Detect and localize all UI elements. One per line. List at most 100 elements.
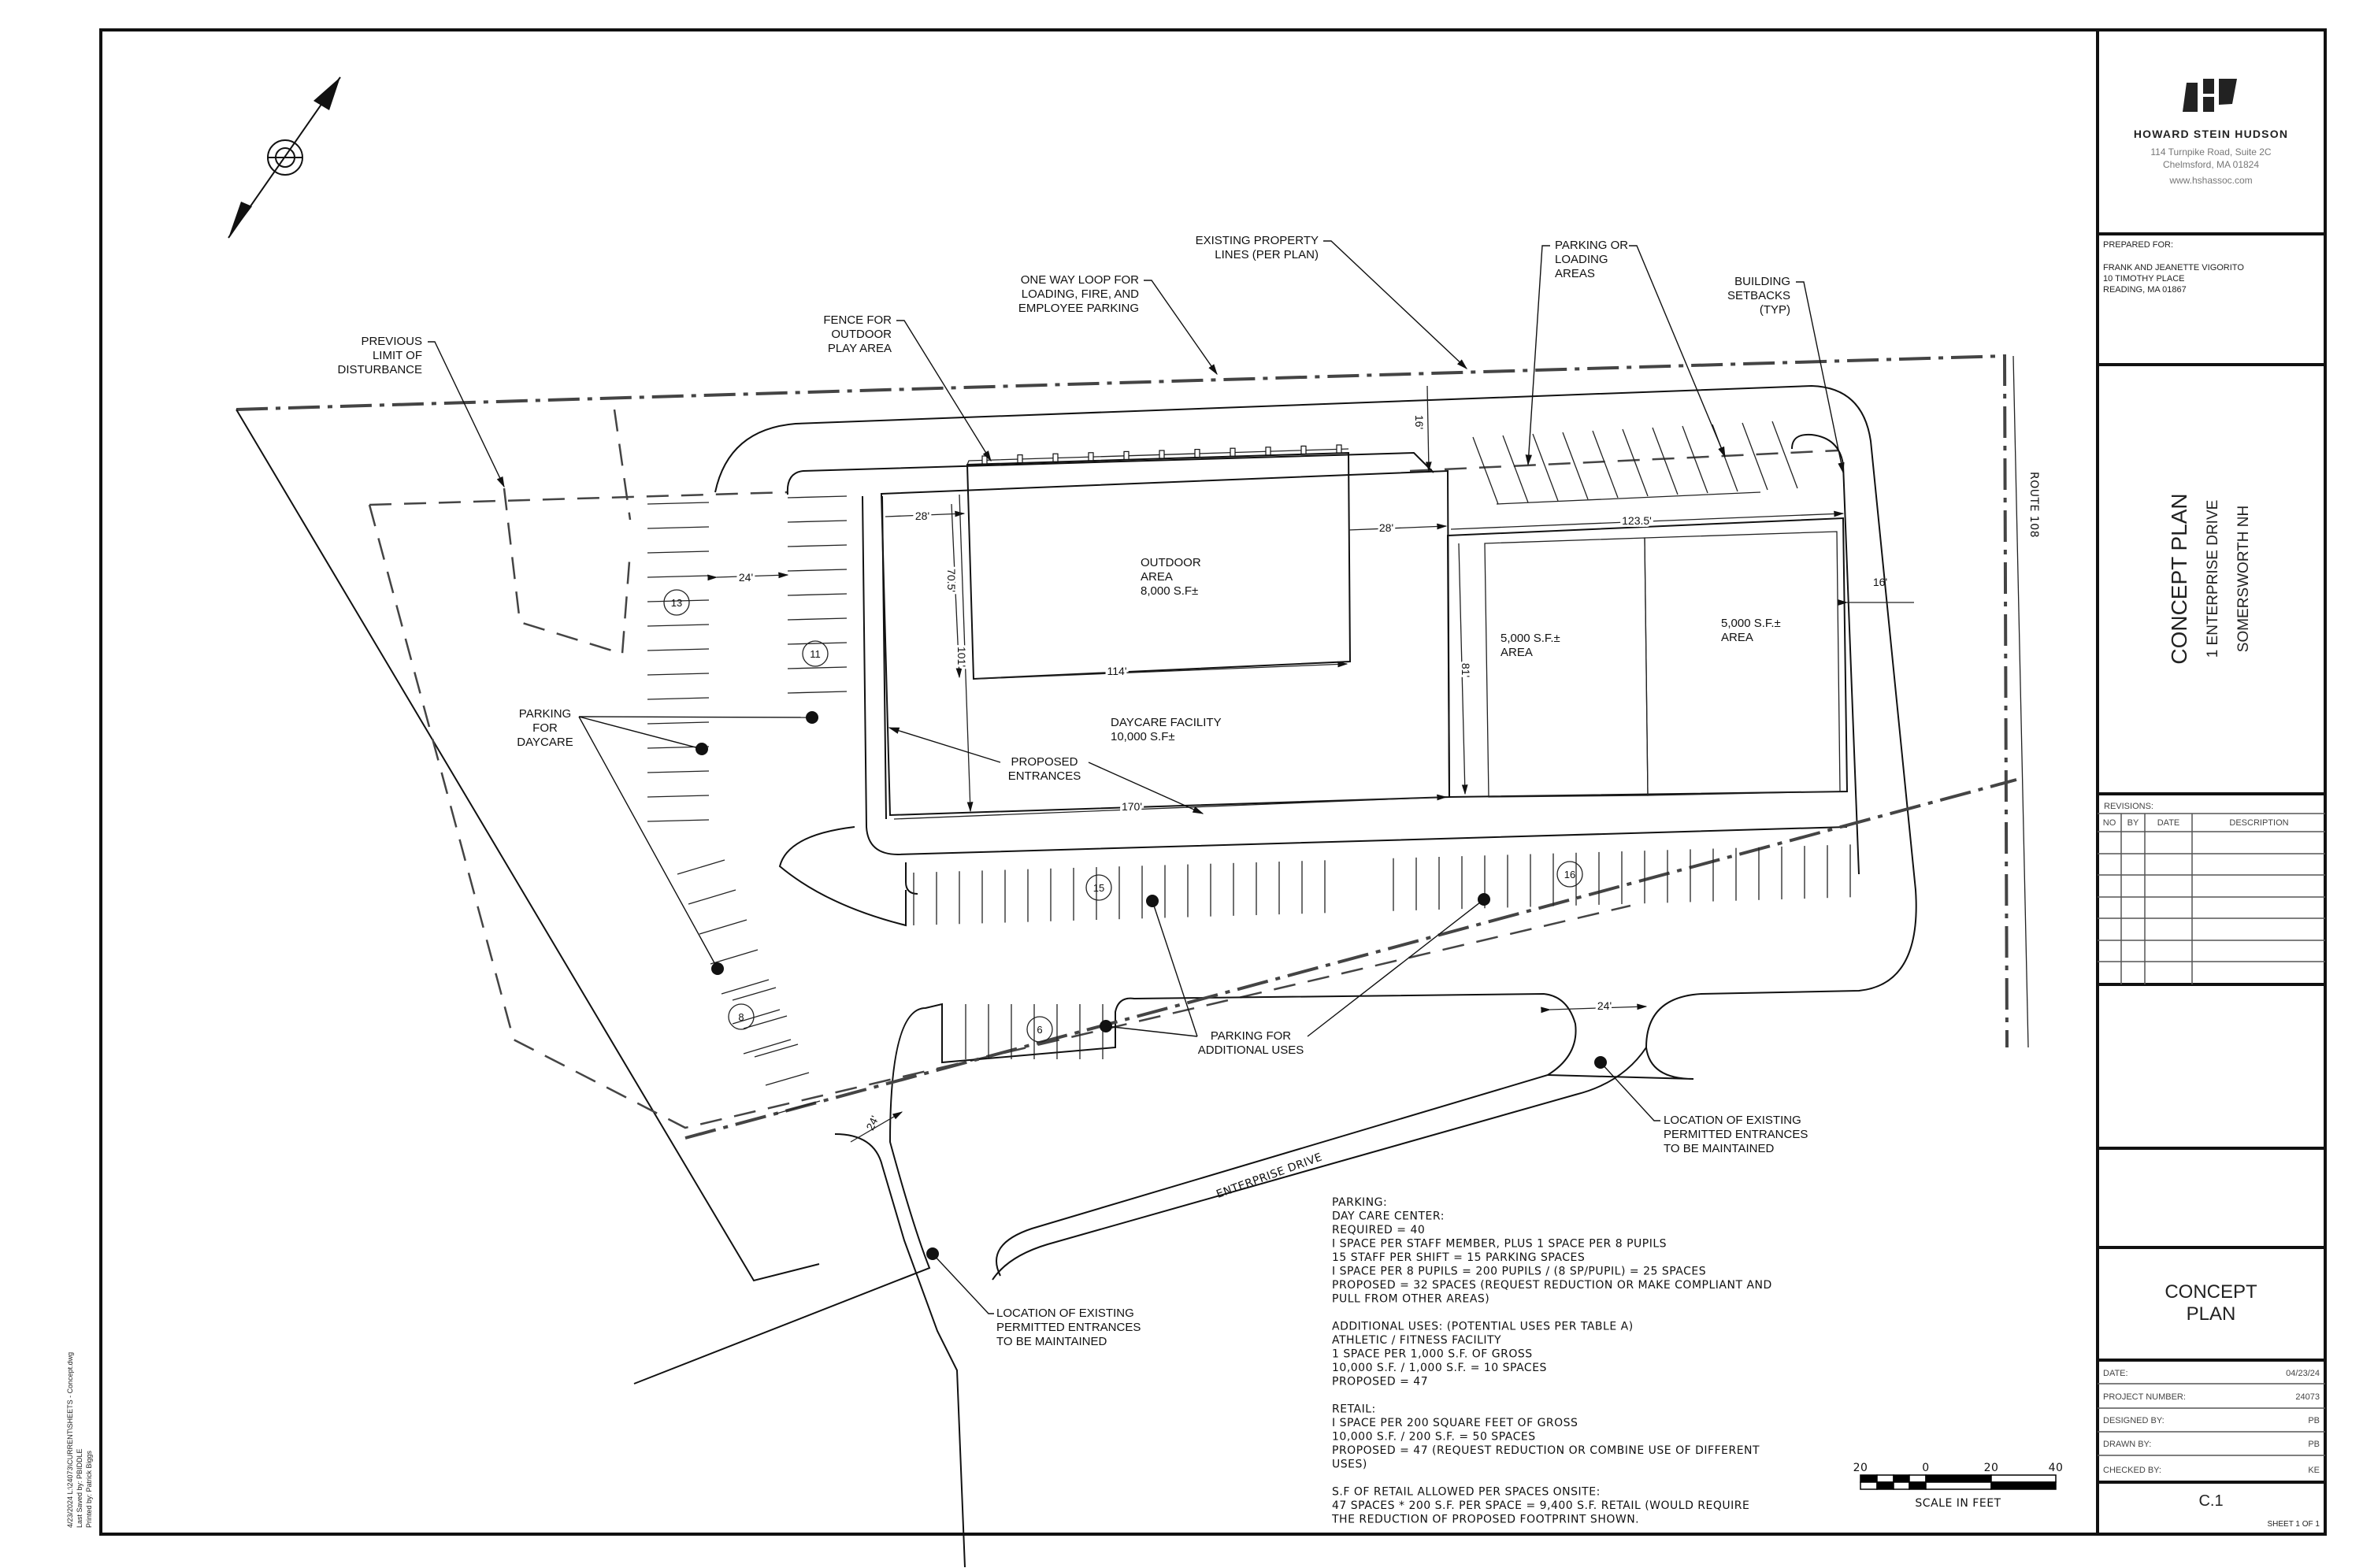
- note-line: 47 SPACES * 200 S.F. PER SPACE = 9,400 S…: [1332, 1499, 1749, 1512]
- svg-text:PREVIOUS: PREVIOUS: [361, 335, 422, 348]
- parking-stall-line: [699, 919, 747, 935]
- revisions-col-by: BY: [2127, 818, 2139, 828]
- stamp-file-line: 4/23/2024 L:\24073\CURRENT\SHEETS - Conc…: [66, 1352, 74, 1528]
- enterprise-drive-curb: [834, 1133, 966, 1568]
- fence-post: [1123, 450, 1130, 461]
- parking-stall-line: [743, 1015, 788, 1029]
- note-line: I SPACE PER 200 SQUARE FEET OF GROSS: [1332, 1417, 1578, 1429]
- svg-text:ADDITIONAL USES: ADDITIONAL USES: [1198, 1043, 1304, 1057]
- north-arrow-icon: [228, 76, 341, 239]
- svg-text:DAYCARE: DAYCARE: [517, 736, 573, 749]
- callout-one-way-loop: ONE WAY LOOP FOR LOADING, FIRE, AND EMPL…: [1018, 273, 1139, 315]
- svg-text:81': 81': [1460, 663, 1472, 677]
- fence-post: [1017, 454, 1023, 464]
- scale-block: [1990, 1481, 2057, 1490]
- project-title-main: CONCEPT PLAN: [2167, 493, 2191, 664]
- parking-stall-line: [776, 1100, 821, 1114]
- svg-text:ENTRANCES: ENTRANCES: [1008, 769, 1081, 783]
- callout-existing-entrance-right: LOCATION OF EXISTING PERMITTED ENTRANCES…: [1664, 1114, 1808, 1155]
- callout-property-lines: EXISTING PROPERTY LINES (PER PLAN): [1196, 234, 1319, 261]
- parking-stall-line: [647, 697, 710, 700]
- svg-text:FENCE FOR: FENCE FOR: [823, 313, 892, 327]
- svg-text:OUTDOOR: OUTDOOR: [1141, 556, 1201, 569]
- svg-text:PLAY AREA: PLAY AREA: [828, 342, 892, 355]
- parking-stall-line: [647, 819, 710, 822]
- note-line: USES): [1332, 1459, 1367, 1471]
- svg-text:15: 15: [1093, 882, 1104, 894]
- info-drawn-by-value: PB: [2308, 1440, 2320, 1449]
- svg-text:5,000 S.F.±: 5,000 S.F.±: [1721, 617, 1781, 630]
- svg-text:13: 13: [671, 597, 682, 609]
- enterprise-drive-row-line: [684, 778, 2017, 1140]
- sheet-number: C.1: [2198, 1492, 2223, 1510]
- parking-stall-line: [710, 949, 759, 965]
- buildings: [880, 448, 1849, 817]
- parking-notes: PARKING:DAY CARE CENTER:REQUIRED = 40I S…: [1331, 1196, 1772, 1526]
- fence-posts: [981, 444, 1342, 465]
- parking-stall-line: [647, 673, 710, 676]
- info-drawn-by-label: DRAWN BY:: [2103, 1440, 2151, 1449]
- svg-text:123.5': 123.5': [1622, 514, 1652, 527]
- space-count-15: 15: [1085, 874, 1112, 901]
- fence-post: [1230, 447, 1236, 457]
- revisions-table: REVISIONS: NO BY DATE DESCRIPTION: [2098, 802, 2325, 984]
- svg-text:AREA: AREA: [1721, 631, 1753, 644]
- info-date-value: 04/23/24: [2286, 1369, 2320, 1378]
- note-line: I SPACE PER 8 PUPILS = 200 PUPILS / (8 S…: [1332, 1266, 1706, 1278]
- svg-text:LIMIT OF: LIMIT OF: [373, 349, 422, 362]
- info-checked-by-value: KE: [2308, 1466, 2320, 1475]
- svg-text:PARKING: PARKING: [519, 707, 571, 721]
- route-108-label: ROUTE 108: [2027, 472, 2040, 538]
- stamp-saved-line: Last Saved by: PBIDDLE: [76, 1448, 83, 1528]
- info-designed-by-label: DESIGNED BY:: [2103, 1416, 2165, 1425]
- loading-area-edge: [1496, 491, 1761, 505]
- enterprise-drive-edge: [633, 992, 1577, 1385]
- svg-text:LINES (PER PLAN): LINES (PER PLAN): [1215, 248, 1319, 261]
- callout-parking-loading: PARKING OR LOADING AREAS: [1555, 239, 1628, 280]
- property-line: [236, 354, 2009, 1048]
- parking-stall-line: [721, 979, 770, 995]
- svg-text:28': 28': [915, 510, 929, 522]
- retail-space-b: [1644, 531, 1841, 796]
- sheet-title-line-1: CONCEPT: [2165, 1281, 2257, 1303]
- sheet-border: [99, 28, 2327, 1536]
- svg-text:EMPLOYEE PARKING: EMPLOYEE PARKING: [1018, 302, 1139, 315]
- note-line: 10,000 S.F. / 1,000 S.F. = 10 SPACES: [1332, 1362, 1547, 1374]
- svg-text:101': 101': [955, 647, 968, 667]
- svg-text:24': 24': [739, 571, 753, 584]
- note-line: S.F OF RETAIL ALLOWED PER SPACES ONSITE:: [1332, 1486, 1601, 1499]
- parking-stall-line: [647, 721, 710, 725]
- svg-text:8: 8: [738, 1011, 744, 1023]
- parking-stall-line: [1592, 430, 1619, 499]
- fence-post: [1300, 445, 1307, 455]
- parking-stall-line: [1472, 436, 1499, 505]
- note-line: THE REDUCTION OF PROPOSED FOOTPRINT SHOW…: [1331, 1514, 1639, 1526]
- callout-previous-lod: PREVIOUS LIMIT OF DISTURBANCE: [337, 335, 422, 376]
- revisions-label: REVISIONS:: [2104, 802, 2153, 811]
- sheet-title-line-2: PLAN: [2187, 1303, 2236, 1325]
- svg-text:16': 16': [1873, 576, 1887, 588]
- scale-label: SCALE IN FEET: [1915, 1497, 2001, 1510]
- retail-building: [1446, 517, 1849, 799]
- callout-setbacks: BUILDING SETBACKS (TYP): [1727, 275, 1790, 317]
- parking-stall-line: [787, 666, 848, 669]
- scale-block: [1860, 1481, 1878, 1490]
- note-line: PROPOSED = 32 SPACES (REQUEST REDUCTION …: [1332, 1279, 1772, 1292]
- svg-text:TO BE MAINTAINED: TO BE MAINTAINED: [996, 1335, 1107, 1348]
- info-project-number-label: PROJECT NUMBER:: [2103, 1392, 2186, 1402]
- parking-stall-line: [787, 691, 848, 694]
- parking-stall-line: [647, 795, 710, 798]
- info-project-number-value: 24073: [2295, 1392, 2320, 1402]
- parking-stall-line: [1532, 433, 1559, 502]
- outdoor-area: [966, 451, 1352, 680]
- parking-stall-line: [787, 495, 848, 499]
- parking-stall-line: [754, 1043, 799, 1058]
- scale-tick: 40: [2049, 1462, 2064, 1474]
- label-retail-a: 5,000 S.F.± AREA: [1501, 632, 1560, 659]
- limit-of-disturbance: [368, 409, 1839, 1129]
- scale-block: [1860, 1474, 1878, 1483]
- space-count-6: 6: [1026, 1016, 1053, 1043]
- fence-post: [1052, 453, 1059, 462]
- svg-text:EXISTING PROPERTY: EXISTING PROPERTY: [1196, 234, 1319, 247]
- parking-stall-line: [732, 1009, 781, 1025]
